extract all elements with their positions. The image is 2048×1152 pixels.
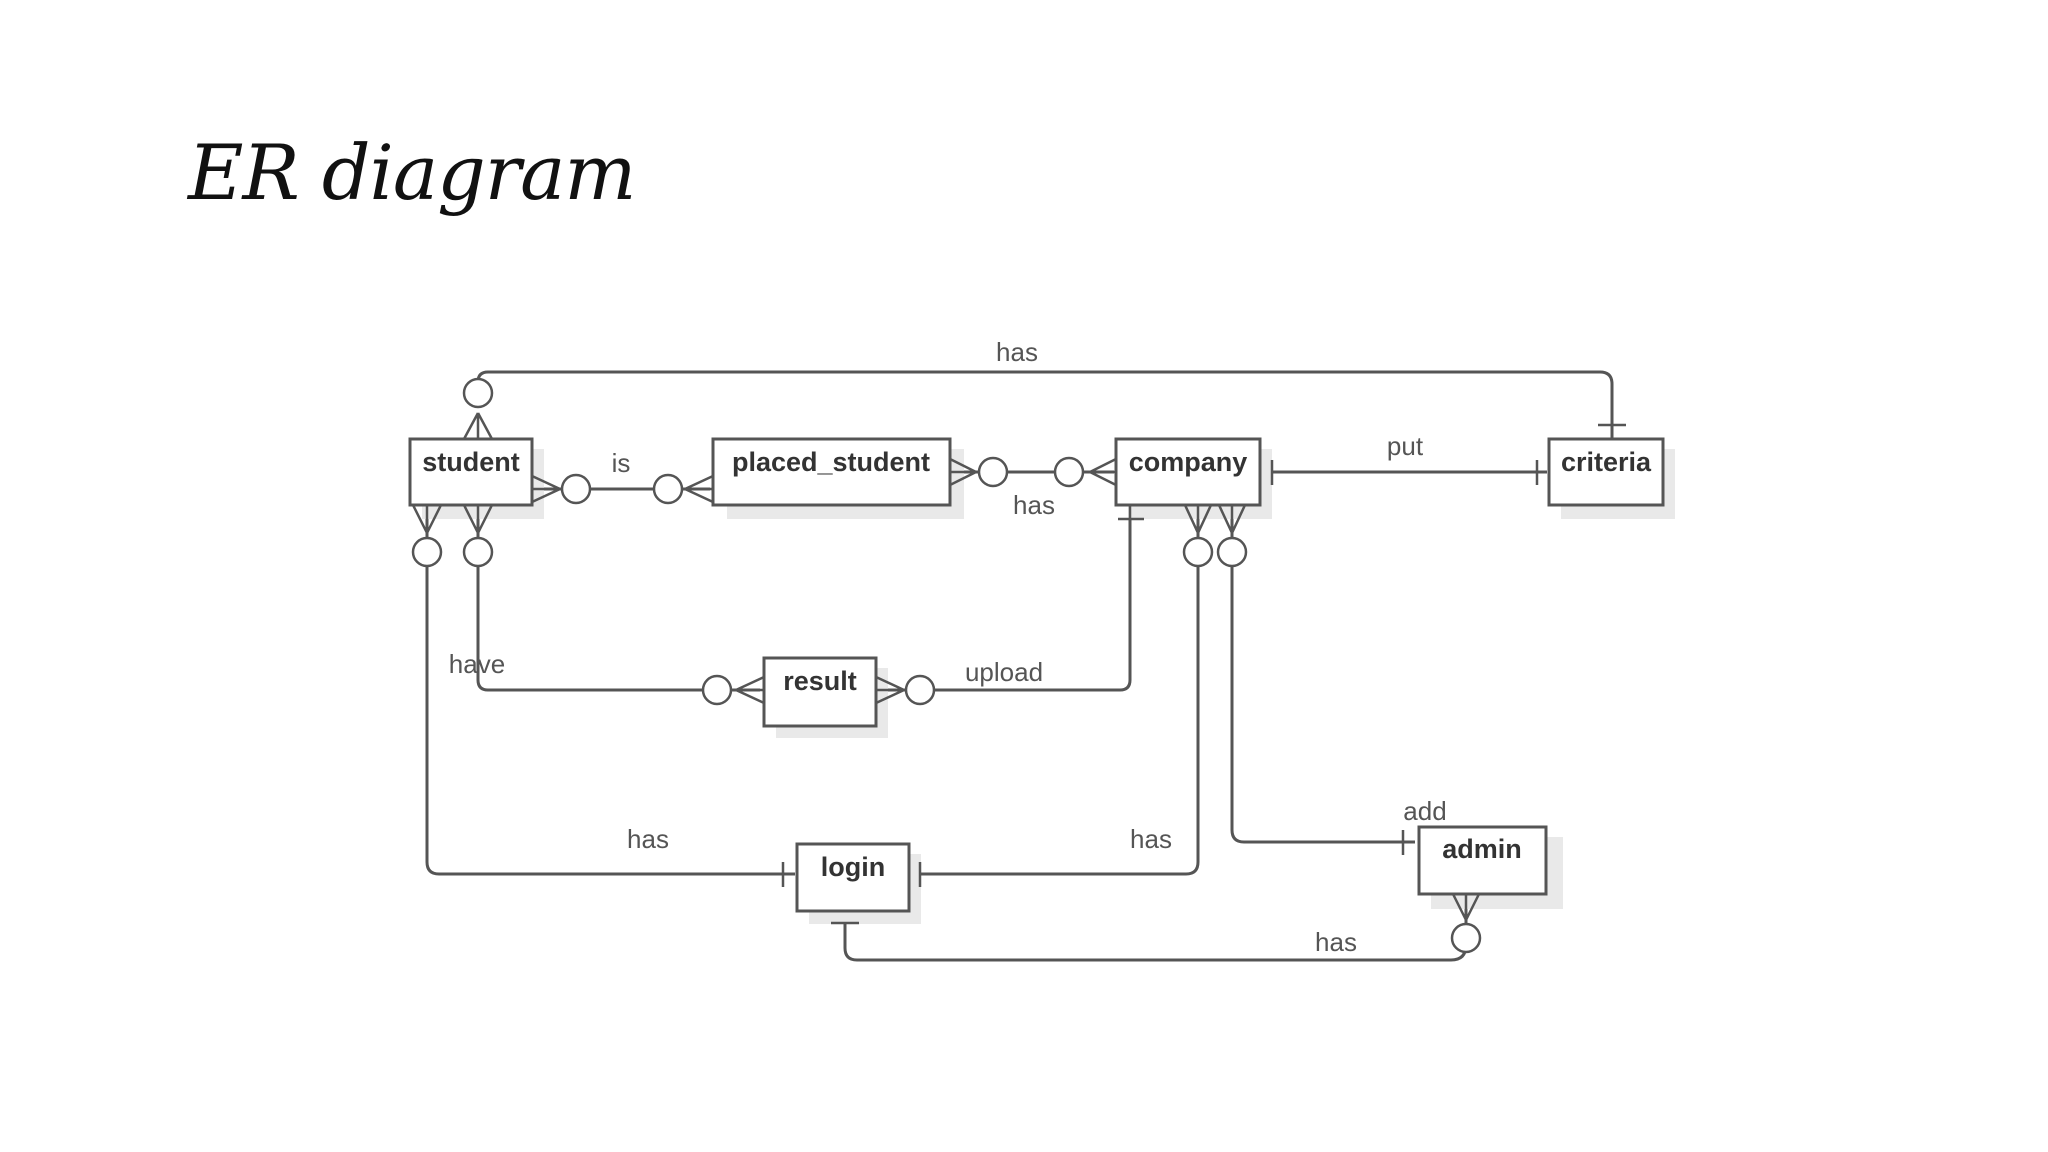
crow-foot-company-bottom-right	[1217, 504, 1247, 534]
crow-foot-result-left	[735, 675, 765, 705]
connector-company-admin	[1230, 506, 1415, 844]
entity-label-result: result	[783, 666, 857, 696]
connector-student-result	[476, 505, 760, 692]
optional-circle-placed-student-right	[977, 456, 1009, 488]
optional-circle-student-right	[560, 473, 592, 505]
entity-label-admin: admin	[1442, 834, 1522, 864]
crow-foot-placed-student-left	[684, 474, 714, 504]
crow-foot-student-top	[462, 412, 494, 440]
relationship-label-company-admin: add	[1403, 796, 1446, 826]
connector-student-criteria	[476, 370, 1614, 440]
crow-foot-admin-bottom	[1451, 893, 1481, 921]
entity-label-student: student	[422, 447, 520, 477]
entity-result[interactable]: result	[762, 656, 888, 738]
entity-label-login: login	[821, 852, 885, 882]
entity-label-placed-student: placed_student	[732, 447, 930, 477]
relationship-label-admin-login: has	[1315, 927, 1357, 957]
slide-title: ER diagram	[188, 128, 636, 217]
entity-login[interactable]: login	[795, 842, 921, 924]
entity-criteria[interactable]: criteria	[1547, 437, 1675, 519]
crow-foot-company-left	[1089, 457, 1117, 487]
relationship-label-company-criteria: put	[1387, 431, 1424, 461]
optional-circle-admin-bottom	[1450, 922, 1482, 954]
optional-circle-result-left	[701, 674, 733, 706]
relationship-label-company-login: has	[1130, 824, 1172, 854]
optional-circle-company-bottom-right	[1216, 536, 1248, 568]
optional-circle-result-right	[904, 674, 936, 706]
relationship-label-placed-student-company: has	[1013, 490, 1055, 520]
relationship-label-student-criteria: has	[996, 337, 1038, 367]
relationship-label-student-placed-student: is	[612, 448, 631, 478]
connector-company-result	[876, 506, 1132, 692]
entity-company[interactable]: company	[1114, 437, 1272, 519]
optional-circle-student-top	[462, 377, 494, 409]
optional-circle-student-bottom-right	[462, 536, 494, 568]
entity-placed-student[interactable]: placed_student	[711, 437, 964, 519]
crow-foot-student-bottom-left	[411, 504, 443, 534]
entity-label-company: company	[1129, 447, 1248, 477]
optional-circle-company-bottom-left	[1182, 536, 1214, 568]
entity-admin[interactable]: admin	[1417, 825, 1563, 909]
optional-circle-placed-student-left	[652, 473, 684, 505]
crow-foot-result-right	[875, 675, 905, 705]
connector-company-login	[906, 506, 1200, 876]
one-bar-company-bottom	[1118, 505, 1144, 521]
crow-foot-student-bottom-right	[462, 504, 494, 534]
crow-foot-student-right	[531, 474, 561, 504]
optional-circle-company-left	[1053, 456, 1085, 488]
relationship-label-student-result: have	[449, 649, 505, 679]
crow-foot-company-bottom-left	[1183, 504, 1213, 534]
optional-circle-student-bottom-left	[411, 536, 443, 568]
relationship-label-company-result: upload	[965, 657, 1043, 687]
connector-student-login	[425, 505, 795, 876]
connector-admin-login	[843, 892, 1468, 962]
relationship-label-student-login: has	[627, 824, 669, 854]
entity-student[interactable]: student	[408, 437, 544, 519]
entity-label-criteria: criteria	[1561, 447, 1652, 477]
crow-foot-placed-student-right	[949, 457, 977, 487]
